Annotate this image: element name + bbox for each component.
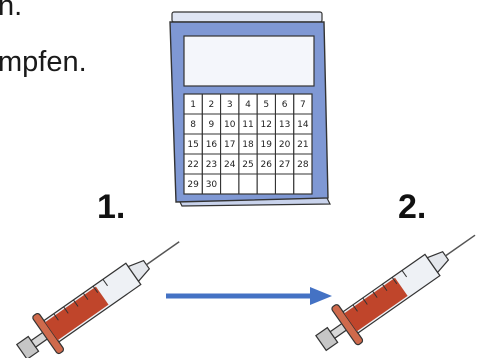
calendar-day-number: 18 (242, 140, 254, 150)
calendar-day-number: 4 (245, 100, 251, 110)
calendar-day-number: 23 (206, 160, 217, 170)
calendar-day-number: 6 (282, 100, 288, 110)
arrow-right-icon (160, 284, 340, 308)
calendar-day-number: 17 (224, 140, 235, 150)
calendar-day-number: 24 (224, 160, 236, 170)
calendar-day-number: 3 (227, 100, 233, 110)
step-one-label: 1. (97, 188, 125, 227)
calendar-day-number: 15 (187, 140, 198, 150)
calendar-day-number: 26 (261, 160, 273, 170)
calendar-day-number: 7 (300, 100, 306, 110)
calendar-day-number: 14 (297, 120, 309, 130)
calendar-day-number: 27 (279, 160, 290, 170)
calendar-day-number: 12 (261, 120, 272, 130)
calendar-day-number: 8 (190, 120, 196, 130)
calendar-day-number: 25 (242, 160, 253, 170)
calendar-day-number: 28 (297, 160, 309, 170)
calendar-day-number: 10 (224, 120, 236, 130)
calendar-day-number: 13 (279, 120, 290, 130)
calendar-day-number: 1 (190, 100, 196, 110)
calendar-day-number: 11 (242, 120, 253, 130)
calendar-day-number: 29 (187, 180, 199, 190)
instruction-text-line-1: n. (0, 0, 22, 23)
calendar-day-number: 20 (279, 140, 291, 150)
instruction-text-line-2: mpfen. (0, 46, 87, 79)
calendar-day-number: 30 (206, 180, 218, 190)
calendar-day-number: 19 (261, 140, 273, 150)
calendar-day-number: 16 (206, 140, 218, 150)
calendar-day-number: 9 (209, 120, 215, 130)
calendar-day-number: 5 (263, 100, 269, 110)
calendar-day-number: 22 (187, 160, 198, 170)
calendar-day-number: 2 (209, 100, 215, 110)
calendar-day-number: 21 (297, 140, 308, 150)
